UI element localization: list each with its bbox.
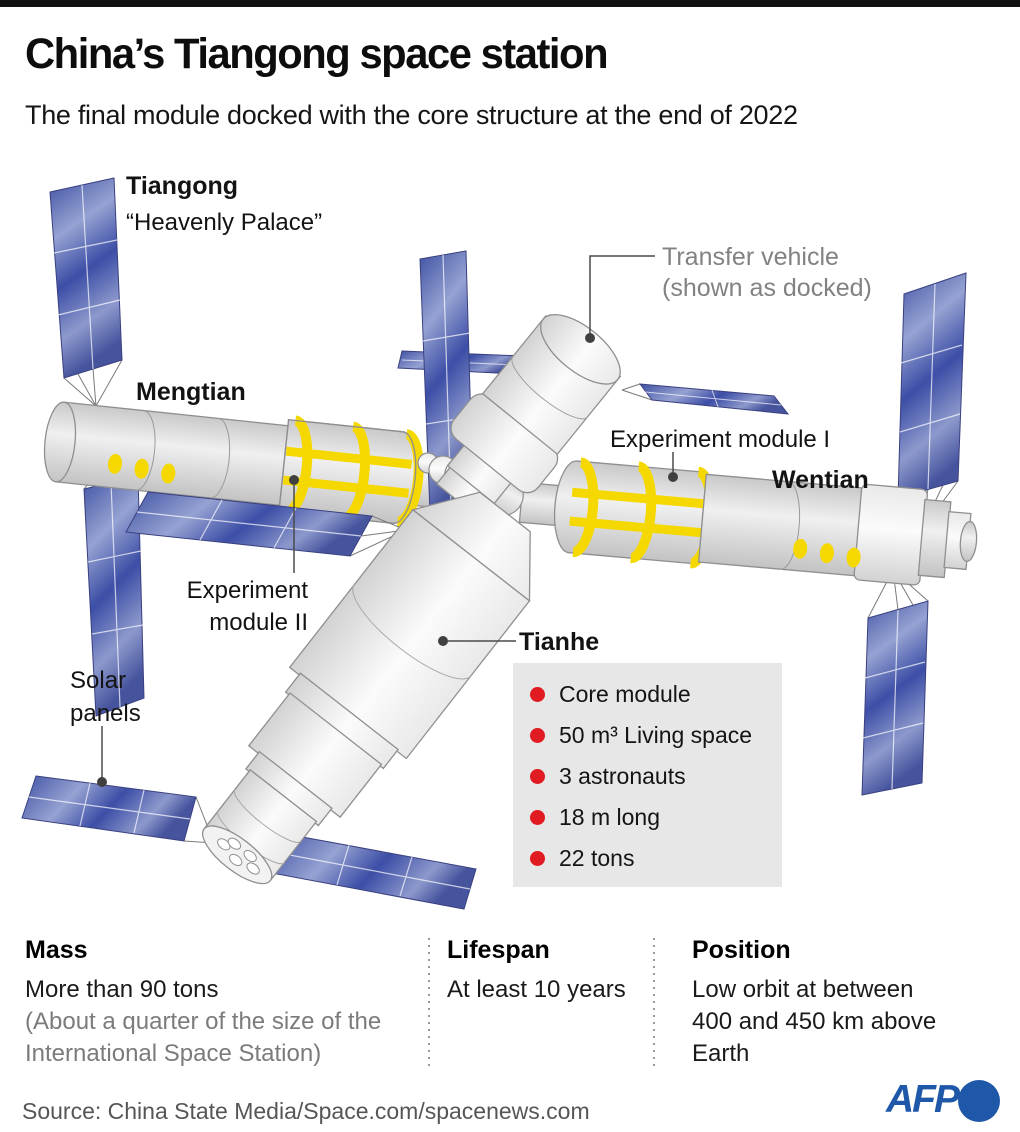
afp-logo-text: AFP	[886, 1078, 960, 1121]
fact-text: Core module	[559, 681, 691, 707]
fact-text: 22 tons	[559, 845, 635, 871]
stat-mass-heading: Mass	[25, 936, 88, 964]
tianhe-label: Tianhe	[519, 628, 600, 656]
stat-mass-value: More than 90 tons	[25, 976, 219, 1003]
stat-mass: Mass More than 90 tons (About a quarter …	[25, 936, 413, 1070]
page-title: China’s Tiangong space station	[25, 30, 609, 78]
mengtian-label: Mengtian	[136, 378, 246, 406]
tiangong-nickname: “Heavenly Palace”	[126, 209, 323, 236]
solar-panel-mengtian-flat	[125, 491, 408, 557]
stat-position: Position Low orbit at between 400 and 45…	[692, 936, 940, 1070]
red-bullet-icon	[530, 810, 545, 825]
stat-position-value: Low orbit at between 400 and 450 km abov…	[692, 976, 937, 1067]
docking-port	[202, 825, 273, 885]
solar-panel-right-lower	[861, 569, 929, 796]
divider-dotted-1	[428, 938, 430, 1066]
fact-text: 18 m long	[559, 804, 661, 830]
fact-living-space: 50 m³ Living space	[530, 715, 782, 756]
wentian-module	[518, 457, 978, 586]
solar-panel-top-right	[897, 272, 967, 532]
solar-panels-line1: Solar	[70, 667, 127, 694]
stat-mass-note: (About a quarter of the size of the Inte…	[25, 1008, 382, 1067]
fact-mass: 22 tons	[530, 838, 782, 879]
transfer-vehicle-label-line2: (shown as docked)	[662, 274, 872, 302]
red-bullet-icon	[530, 728, 545, 743]
solar-panel-left-lower	[83, 467, 145, 717]
stat-lifespan: Lifespan At least 10 years	[447, 936, 637, 1006]
red-bullet-icon	[530, 851, 545, 866]
solar-panels-label: Solar panels	[70, 664, 141, 730]
tianhe-facts-box: Core module 50 m³ Living space 3 astrona…	[513, 663, 782, 887]
stat-position-heading: Position	[692, 936, 791, 964]
divider-dotted-2	[653, 938, 655, 1066]
fact-core-module: Core module	[530, 674, 782, 715]
tiangong-label: Tiangong	[126, 172, 239, 200]
solar-panels-line2: panels	[70, 700, 141, 727]
stats-section: Mass More than 90 tons (About a quarter …	[0, 930, 1020, 1075]
afp-logo-circle-icon	[958, 1080, 1000, 1122]
solar-panel-center-vertical	[419, 250, 474, 528]
experiment-module-2-line2: module II	[209, 609, 308, 636]
solar-panel-top-left	[49, 177, 123, 407]
source-credit: Source: China State Media/Space.com/spac…	[22, 1098, 590, 1124]
fact-text: 3 astronauts	[559, 763, 686, 789]
leader-dots	[97, 333, 678, 787]
transfer-vehicle-label: Transfer vehicle (shown as docked)	[662, 242, 872, 304]
transfer-vehicle-label-line1: Transfer vehicle	[662, 243, 839, 271]
page-subtitle: The final module docked with the core st…	[25, 100, 798, 130]
experiment-module-2-label: Experiment module II	[187, 575, 308, 639]
wentian-label: Wentian	[772, 466, 869, 494]
stat-lifespan-value: At least 10 years	[447, 976, 626, 1003]
tianhe-module	[202, 491, 531, 885]
leader-lines	[101, 255, 674, 778]
red-bullet-icon	[530, 769, 545, 784]
fact-text: 50 m³ Living space	[559, 722, 753, 748]
fact-astronauts: 3 astronauts	[530, 756, 782, 797]
red-bullet-icon	[530, 687, 545, 702]
stat-lifespan-heading: Lifespan	[447, 936, 550, 964]
top-rule	[0, 0, 1020, 7]
afp-logo: AFP	[886, 1078, 1006, 1124]
experiment-module-2-line1: Experiment	[186, 577, 308, 604]
solar-panel-bottom-left	[21, 775, 215, 844]
experiment-module-1-label: Experiment module I	[610, 426, 831, 453]
solar-panel-center-flat-right	[621, 383, 790, 415]
station-illustration	[21, 177, 978, 910]
wentian-yellow-section	[553, 457, 716, 569]
fact-length: 18 m long	[530, 797, 782, 838]
leader-transfer-vehicle	[589, 255, 655, 334]
station-diagram: Tiangong “Heavenly Palace” Transfer vehi…	[0, 130, 1020, 920]
